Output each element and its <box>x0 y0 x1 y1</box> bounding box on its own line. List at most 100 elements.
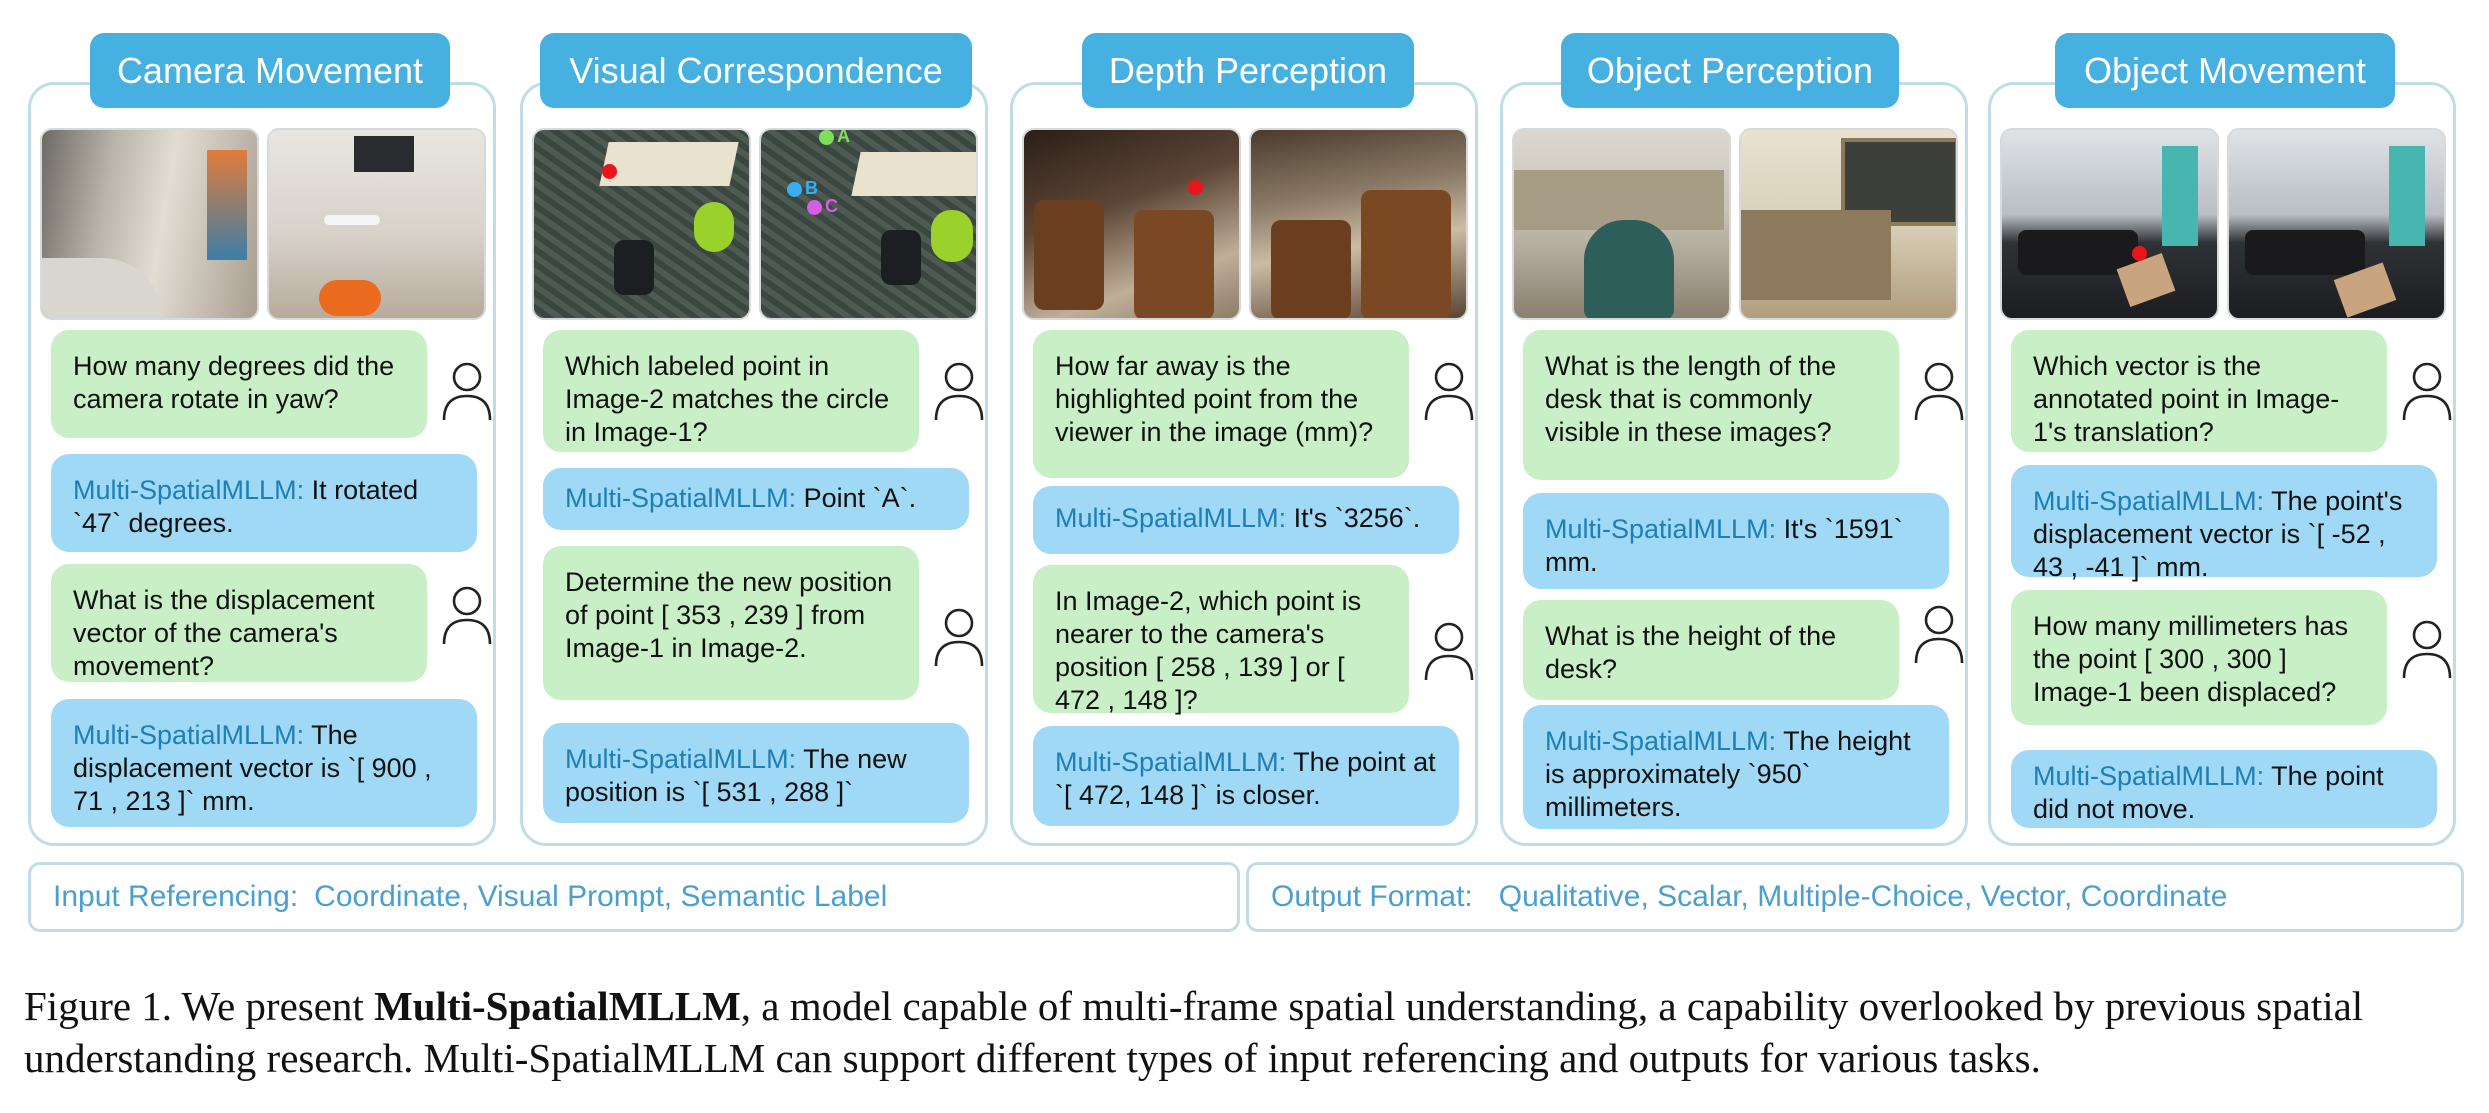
answer-text: The point's displacement vector is `[ -5… <box>2033 486 2403 582</box>
user-icon <box>442 362 492 421</box>
caption-bold: Multi-SpatialMLLM <box>374 983 741 1029</box>
marker-point <box>2132 246 2147 261</box>
answer-bubble: Multi-SpatialMLLM: It's `1591` mm. <box>1523 493 1949 589</box>
image-1 <box>2000 128 2219 320</box>
question-text: In Image-2, which point is nearer to the… <box>1055 586 1362 715</box>
user-icon <box>1914 362 1964 421</box>
answer-text: The new position is `[ 531 , 288 ]` <box>565 744 907 807</box>
question-text: What is the height of the desk? <box>1545 621 1837 684</box>
image-pair: A B C <box>532 128 978 320</box>
model-name: Multi-SpatialMLLM: <box>1055 747 1287 777</box>
answer-text: The displacement vector is `[ 900 , 71 ,… <box>73 720 432 816</box>
question-bubble: Which vector is the annotated point in I… <box>2011 330 2387 452</box>
marker-point <box>1188 180 1203 195</box>
user-icon <box>1914 605 1964 664</box>
question-bubble: How many degrees did the camera rotate i… <box>51 330 427 438</box>
panel-title: Camera Movement <box>90 33 450 108</box>
answer-bubble: Multi-SpatialMLLM: The point's displacem… <box>2011 465 2437 582</box>
user-icon <box>2402 362 2452 421</box>
question-bubble: In Image-2, which point is nearer to the… <box>1033 565 1409 715</box>
user-icon <box>934 362 984 421</box>
user-icon <box>2402 620 2452 679</box>
user-icon <box>1424 362 1474 421</box>
label-a: A <box>837 128 850 146</box>
question-bubble: What is the height of the desk? <box>1523 600 1899 700</box>
image-1 <box>1512 128 1731 320</box>
question-bubble: Which labeled point in Image-2 matches t… <box>543 330 919 452</box>
answer-text: It's `1591` mm. <box>1545 514 1903 577</box>
input-referencing-label: Input Referencing: <box>53 880 299 913</box>
answer-bubble: Multi-SpatialMLLM: The height is approxi… <box>1523 705 1949 829</box>
image-pair <box>40 128 486 320</box>
model-name: Multi-SpatialMLLM: <box>565 744 797 774</box>
input-referencing-items: Coordinate, Visual Prompt, Semantic Labe… <box>314 880 888 913</box>
question-text: Determine the new position of point [ 35… <box>565 567 893 663</box>
image-2 <box>267 128 486 320</box>
panel-title: Visual Correspondence <box>540 33 972 108</box>
caption-rest: , a model capable of multi-frame spatial… <box>24 983 2364 1081</box>
model-name: Multi-SpatialMLLM: <box>1545 726 1777 756</box>
answer-bubble: Multi-SpatialMLLM: The point at `[ 472, … <box>1033 726 1459 826</box>
answer-text: The point at `[ 472, 148 ]` is closer. <box>1055 747 1436 810</box>
answer-text: The height is approximately `950` millim… <box>1545 726 1911 822</box>
image-pair <box>1022 128 1468 320</box>
image-2 <box>2227 128 2446 320</box>
question-text: Which vector is the annotated point in I… <box>2033 351 2340 447</box>
output-format-bar: Output Format: Qualitative, Scalar, Mult… <box>1246 862 2464 932</box>
output-format-items: Qualitative, Scalar, Multiple-Choice, Ve… <box>1498 880 2228 913</box>
answer-bubble: Multi-SpatialMLLM: Point `A`. <box>543 468 969 530</box>
question-text: How many millimeters has the point [ 300… <box>2033 611 2349 707</box>
marker-a <box>819 130 834 145</box>
answer-bubble: Multi-SpatialMLLM: It's `3256`. <box>1033 486 1459 554</box>
question-text: How far away is the highlighted point fr… <box>1055 351 1374 447</box>
question-bubble: How far away is the highlighted point fr… <box>1033 330 1409 478</box>
marker-b <box>787 182 802 197</box>
image-2: A B C <box>759 128 978 320</box>
panel-depth-perception: How far away is the highlighted point fr… <box>1010 82 1478 846</box>
image-1 <box>532 128 751 320</box>
panel-object-perception: What is the length of the desk that is c… <box>1500 82 1968 846</box>
image-pair <box>1512 128 1958 320</box>
panel-title: Object Movement <box>2055 33 2395 108</box>
label-b: B <box>805 178 818 198</box>
label-c: C <box>825 196 838 216</box>
marker-circle <box>602 164 617 179</box>
image-1 <box>40 128 259 320</box>
panel-title: Object Perception <box>1561 33 1899 108</box>
question-bubble: How many millimeters has the point [ 300… <box>2011 590 2387 725</box>
answer-bubble: Multi-SpatialMLLM: The point did not mov… <box>2011 750 2437 828</box>
panel-camera-movement: How many degrees did the camera rotate i… <box>28 82 496 846</box>
figure-caption: Figure 1. We present Multi-SpatialMLLM, … <box>24 980 2464 1084</box>
input-referencing-bar: Input Referencing: Coordinate, Visual Pr… <box>28 862 1240 932</box>
model-name: Multi-SpatialMLLM: <box>1545 514 1777 544</box>
answer-bubble: Multi-SpatialMLLM: The displacement vect… <box>51 699 477 827</box>
question-text: Which labeled point in Image-2 matches t… <box>565 351 890 447</box>
answer-text: It rotated `47` degrees. <box>73 475 419 538</box>
model-name: Multi-SpatialMLLM: <box>73 475 305 505</box>
output-format-label: Output Format: <box>1271 880 1473 913</box>
answer-text: The point did not move. <box>2033 761 2384 824</box>
answer-text: Point `A`. <box>796 483 917 513</box>
image-1 <box>1022 128 1241 320</box>
model-name: Multi-SpatialMLLM: <box>73 720 305 750</box>
model-name: Multi-SpatialMLLM: <box>2033 486 2265 516</box>
answer-text: It's `3256`. <box>1286 503 1421 533</box>
image-pair <box>2000 128 2446 320</box>
panel-title: Depth Perception <box>1082 33 1414 108</box>
model-name: Multi-SpatialMLLM: <box>565 483 797 513</box>
question-bubble: What is the displacement vector of the c… <box>51 564 427 682</box>
panel-object-movement: Which vector is the annotated point in I… <box>1988 82 2456 846</box>
user-icon <box>934 608 984 667</box>
image-2 <box>1249 128 1468 320</box>
question-text: What is the displacement vector of the c… <box>73 585 375 681</box>
model-name: Multi-SpatialMLLM: <box>2033 761 2265 791</box>
question-text: What is the length of the desk that is c… <box>1545 351 1837 447</box>
question-bubble: What is the length of the desk that is c… <box>1523 330 1899 480</box>
user-icon <box>442 586 492 645</box>
panel-visual-correspondence: A B C Which labeled point in Image-2 mat… <box>520 82 988 846</box>
caption-prefix: Figure 1. We present <box>24 983 375 1029</box>
marker-c <box>807 200 822 215</box>
answer-bubble: Multi-SpatialMLLM: It rotated `47` degre… <box>51 454 477 552</box>
model-name: Multi-SpatialMLLM: <box>1055 503 1287 533</box>
answer-bubble: Multi-SpatialMLLM: The new position is `… <box>543 723 969 823</box>
